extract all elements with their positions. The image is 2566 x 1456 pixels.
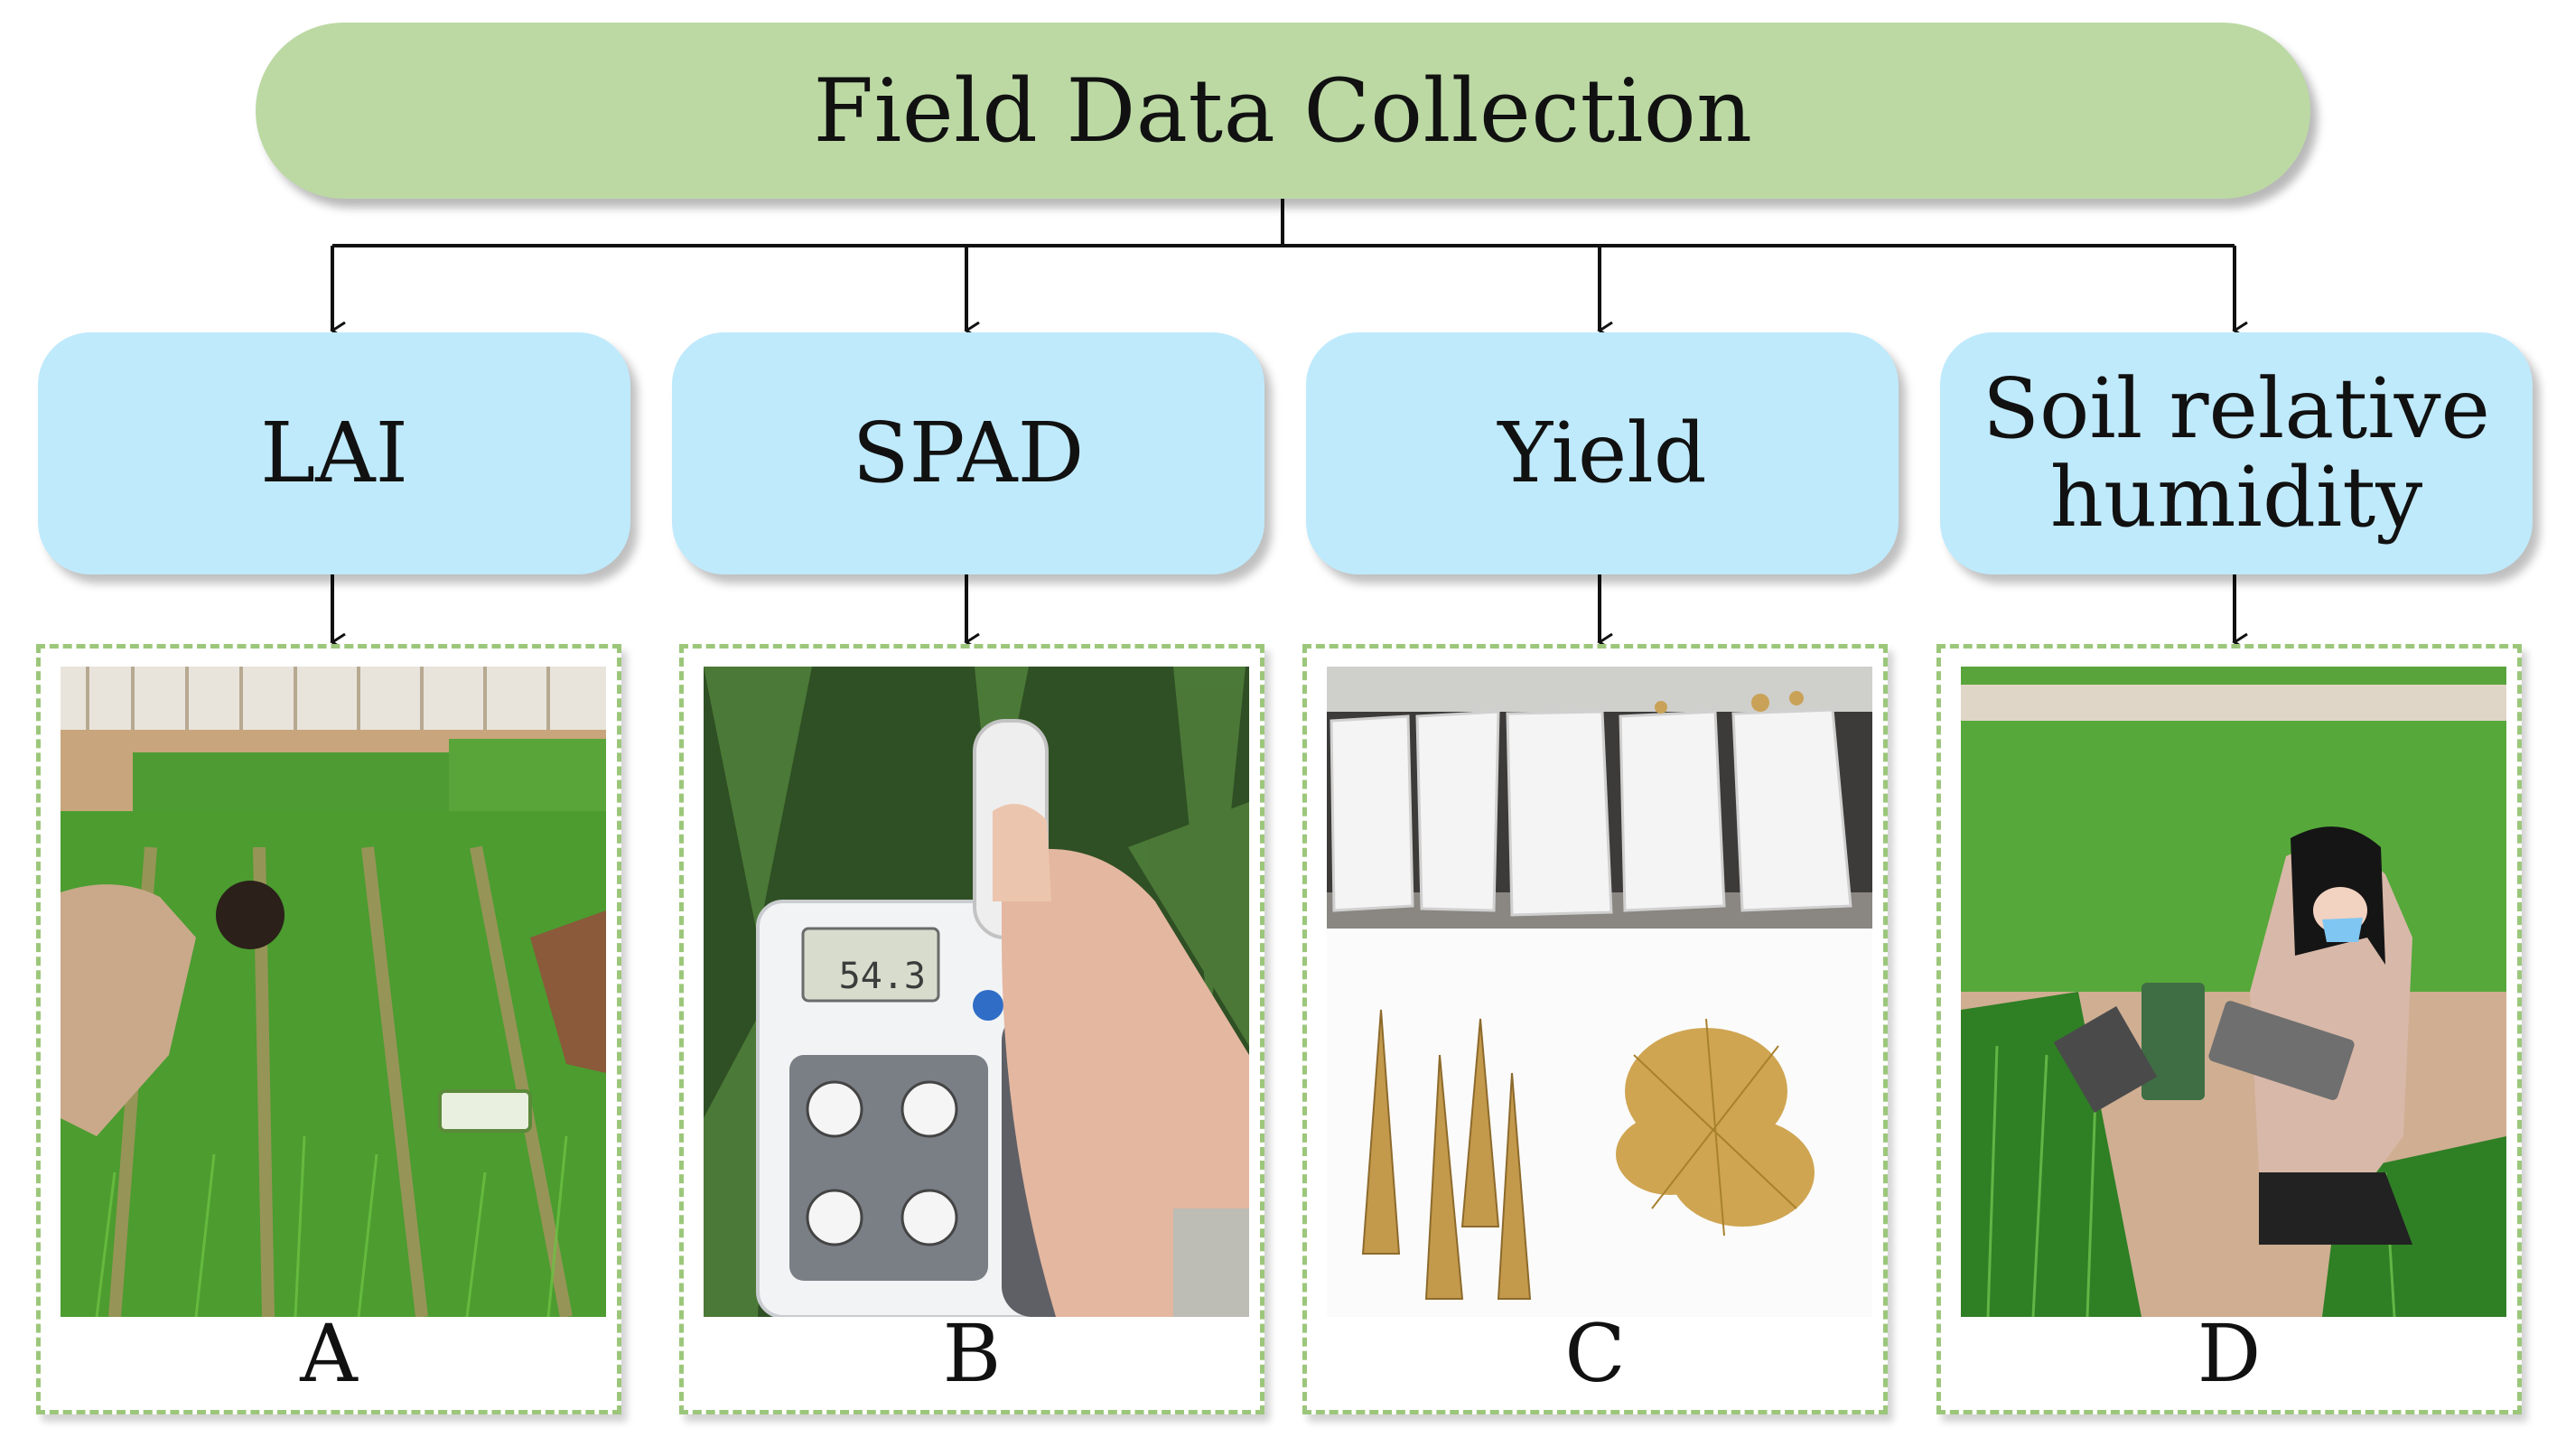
panel-a: A xyxy=(36,644,621,1414)
category-node-lai: LAI xyxy=(38,332,630,574)
panel-letter-a: A xyxy=(300,1307,358,1400)
root-title: Field Data Collection xyxy=(813,60,1753,162)
photo-lai-measurement xyxy=(61,667,606,1317)
root-node: Field Data Collection xyxy=(256,23,2310,199)
panel-b: 54.3 B xyxy=(679,644,1264,1414)
category-node-yield: Yield xyxy=(1306,332,1899,574)
photo-soil-humidity xyxy=(1961,667,2506,1317)
panel-d: D xyxy=(1936,644,2522,1414)
panel-c: C xyxy=(1302,644,1888,1414)
photo-spad-meter: 54.3 xyxy=(704,667,1249,1317)
photo-yield-samples xyxy=(1327,667,1872,1317)
category-label-spad: SPAD xyxy=(852,405,1085,501)
panel-letter-d: D xyxy=(2197,1307,2262,1400)
category-node-spad: SPAD xyxy=(672,332,1264,574)
panel-letter-c: C xyxy=(1564,1307,1626,1400)
category-label-lai: LAI xyxy=(260,405,408,501)
category-label-yield: Yield xyxy=(1498,405,1707,501)
panel-letter-b: B xyxy=(942,1307,1002,1400)
category-label-soil-humidity: Soil relative humidity xyxy=(1982,360,2491,546)
category-node-soil-humidity: Soil relative humidity xyxy=(1940,332,2533,574)
spad-reading: 54.3 xyxy=(839,956,926,997)
